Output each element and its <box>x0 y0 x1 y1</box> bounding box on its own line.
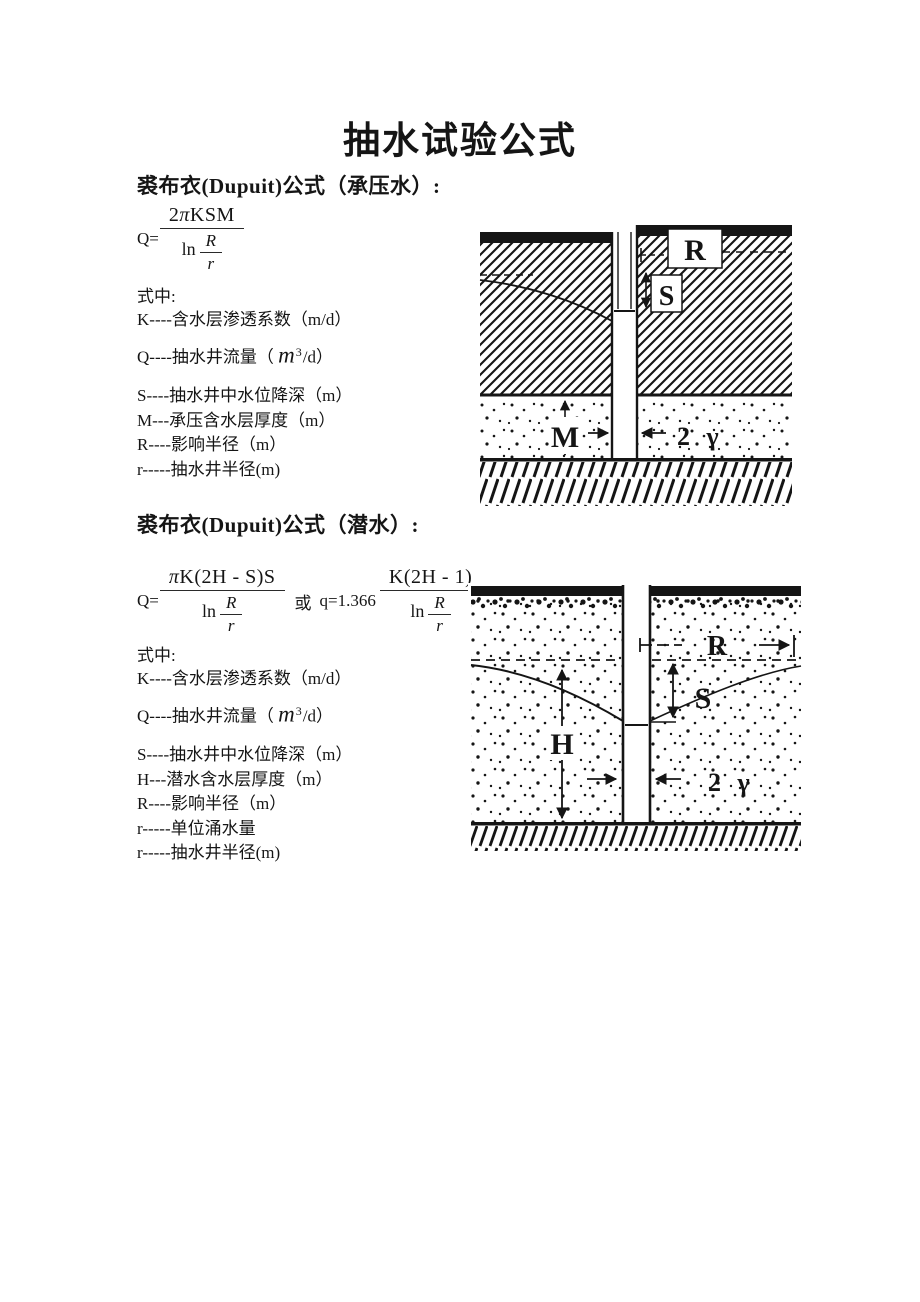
unconfined-definitions: 式中: K----含水层渗透系数（m/d） Q----抽水井流量（ m3/d） … <box>137 645 352 866</box>
diagram-label-M: M <box>551 421 579 454</box>
ratio-bottom: r <box>207 254 215 273</box>
R-label-box <box>667 228 723 269</box>
definition-Q-unit: /d） <box>302 706 334 726</box>
piezometric-drawdown-curve <box>479 274 613 322</box>
diagram-label-S: S <box>659 281 675 312</box>
definition-r: r-----抽水井半径(m) <box>137 843 281 863</box>
m-cubed-variable: m <box>278 701 295 727</box>
definition-r: r-----抽水井半径(m) <box>137 459 281 479</box>
definition-Q: Q----抽水井流量（ m3/d） <box>137 333 352 385</box>
ratio-top: R <box>199 231 223 253</box>
radius-ratio: R r <box>199 231 223 274</box>
alt-formula-lhs: q=1.366 <box>319 591 376 610</box>
confined-diagram-svg: R S M 2 γ <box>477 218 795 510</box>
where-label: 式中: <box>137 646 176 665</box>
m-cubed-variable: m <box>278 342 295 368</box>
section-unconfined-heading: 裘布衣(Dupuit)公式（潜水）: <box>137 513 420 537</box>
fraction-denominator: ln R r <box>202 591 243 636</box>
definition-Q-unit: /d） <box>302 347 334 367</box>
fraction-numerator: πK(2H - S)S <box>159 566 285 591</box>
ground-surface <box>471 586 623 596</box>
formula-confined: Q= 2πKSM ln R r <box>137 204 244 274</box>
where-label: 式中: <box>137 287 176 306</box>
confined-definitions: 式中: K----含水层渗透系数（m/d） Q----抽水井流量（ m3/d） … <box>137 286 352 482</box>
page-title: 抽水试验公式 <box>343 121 577 162</box>
fraction-denominator: ln R r <box>181 229 223 274</box>
ln-operator: ln <box>202 601 217 621</box>
radius-ratio: R r <box>428 593 451 636</box>
definition-S: S----抽水井中水位降深（m） <box>137 745 353 765</box>
definition-R: R----影响半径（m） <box>137 435 287 455</box>
pumping-well <box>621 583 652 822</box>
pi-symbol: π <box>179 204 190 226</box>
fraction-right: K(2H - 1) ln R r <box>379 566 482 636</box>
definition-Q-text: Q----抽水井流量（ <box>137 347 279 367</box>
diagram-label-2r: 2 γ <box>677 422 724 451</box>
M-label-backing <box>550 417 581 454</box>
fraction-left: πK(2H - S)S ln R r <box>159 566 285 636</box>
num-variables: K(2H - S)S <box>179 566 276 588</box>
diagram-label-R: R <box>707 631 728 662</box>
fraction-numerator: 2πKSM <box>159 204 244 229</box>
definition-R: R----影响半径（m） <box>137 794 287 814</box>
definition-Q: Q----抽水井流量（ m3/d） <box>137 692 352 744</box>
diagram-label-H: H <box>550 728 573 761</box>
definition-H: H---潜水含水层厚度（m） <box>137 769 333 789</box>
fraction: 2πKSM ln R r <box>159 204 244 274</box>
H-label-backing <box>547 726 577 760</box>
formula-unconfined: Q= πK(2H - S)S ln R r 或 q=1.366 K(2H - 1… <box>137 566 482 636</box>
definition-Q-text: Q----抽水井流量（ <box>137 706 279 726</box>
unconfined-diagram-svg: R S H 2 γ <box>468 583 805 855</box>
definition-r-unit: r-----单位涌水量 <box>137 818 256 838</box>
formula-lhs: Q= <box>137 591 159 610</box>
ratio-bottom: r <box>227 616 235 635</box>
impermeable-base <box>471 822 801 851</box>
diagram-label-2r: 2 γ <box>708 768 755 797</box>
or-connector: 或 <box>294 593 312 613</box>
radius-R-dimension <box>640 248 791 262</box>
exponent-3: 3 <box>295 344 302 359</box>
definition-S: S----抽水井中水位降深（m） <box>137 386 353 406</box>
drawdown-S-dimension <box>651 662 679 723</box>
radius-ratio: R r <box>220 593 243 636</box>
ratio-top: R <box>428 593 451 615</box>
ground-surface-right <box>650 586 801 596</box>
definition-K: K----含水层渗透系数（m/d） <box>137 310 352 329</box>
confined-well-diagram: R S M 2 γ <box>477 218 795 510</box>
radius-R-dimension <box>639 635 795 657</box>
diagram-label-S: S <box>695 682 712 715</box>
num-variables: KSM <box>189 204 235 226</box>
exponent-3: 3 <box>295 703 302 718</box>
confined-aquifer-layer <box>480 398 792 458</box>
pumping-well <box>610 225 639 458</box>
S-label-box <box>650 274 683 313</box>
pi-symbol: π <box>168 566 180 588</box>
definition-K: K----含水层渗透系数（m/d） <box>137 669 352 688</box>
ln-operator: ln <box>410 601 425 621</box>
diagram-label-R: R <box>684 234 706 267</box>
section-confined-heading: 裘布衣(Dupuit)公式（承压水）: <box>137 174 441 198</box>
definition-M: M---承压含水层厚度（m） <box>137 410 336 430</box>
ln-operator: ln <box>181 239 196 259</box>
impermeable-base <box>480 458 792 506</box>
ratio-bottom: r <box>436 616 443 635</box>
formula-lhs: Q= <box>137 229 159 248</box>
unconfined-aquifer-layer <box>471 586 801 822</box>
num-coeff: 2 <box>168 204 180 226</box>
ratio-top: R <box>220 593 243 615</box>
alt-fraction-denominator: ln R r <box>410 591 451 636</box>
alt-fraction-numerator: K(2H - 1) <box>379 566 482 591</box>
unconfined-well-diagram: R S H 2 γ <box>468 583 805 855</box>
